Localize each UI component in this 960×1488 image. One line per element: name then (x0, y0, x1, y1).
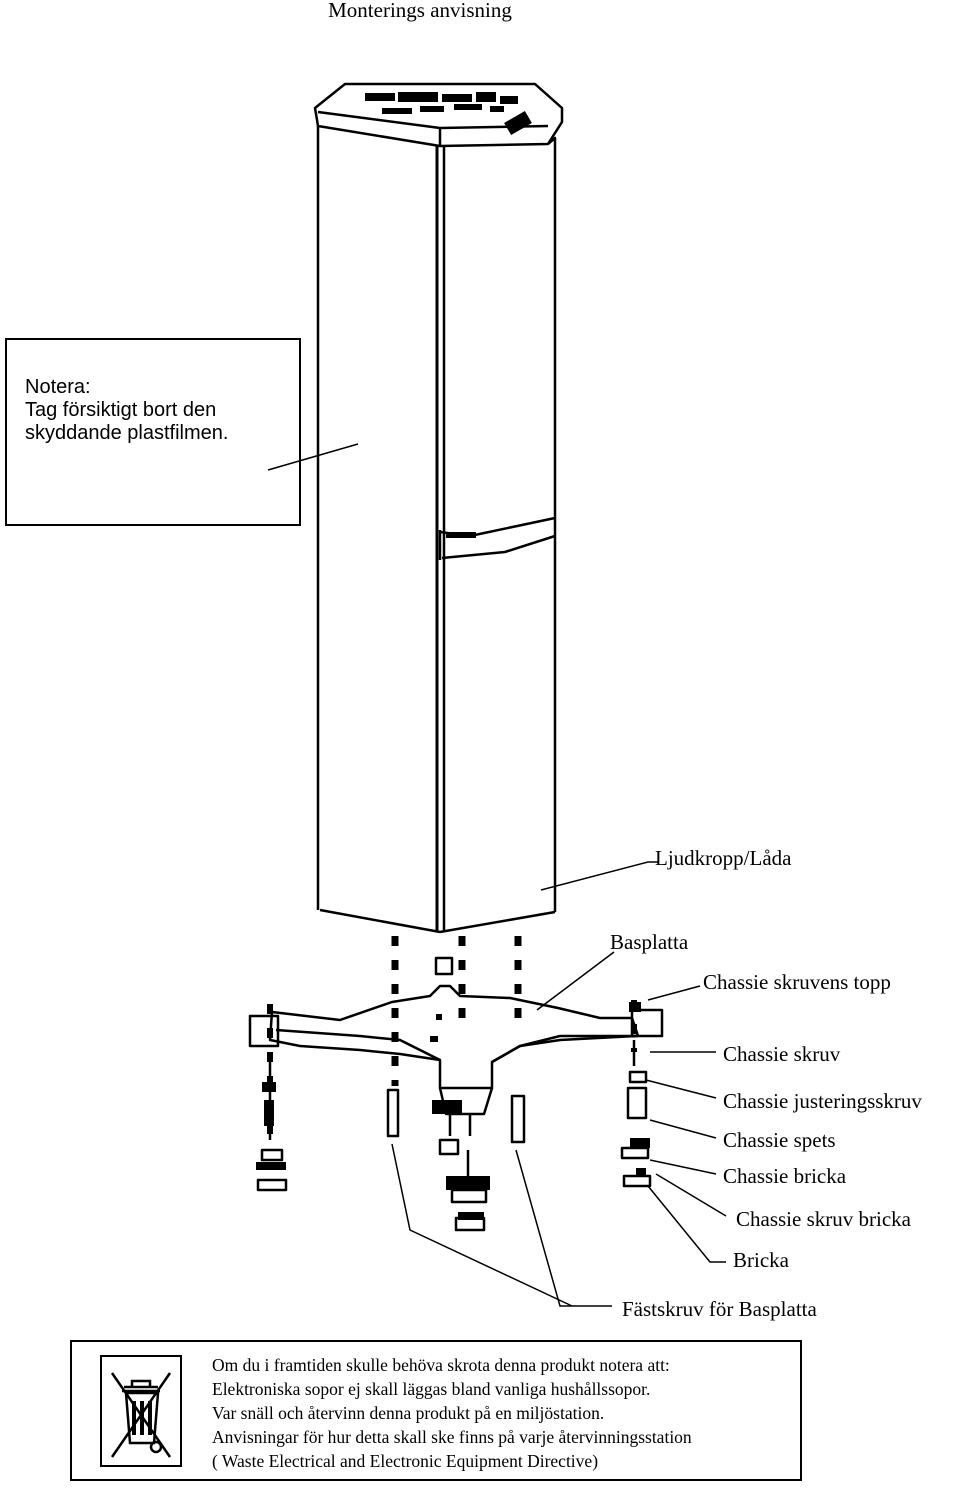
label-basplatta: Basplatta (610, 930, 689, 954)
note-line-1: Tag försiktigt bort den (25, 399, 217, 421)
leader-lines (267, 443, 727, 1307)
base-plate-drawing (248, 956, 664, 1136)
crossed-out-wheelie-bin-icon (110, 1372, 172, 1458)
fastskruv-leader-left (391, 1143, 573, 1307)
weee-line-1: Om du i framtiden skulle behöva skrota d… (212, 1355, 670, 1375)
weee-line-3: Var snäll och återvinn denna produkt på … (212, 1403, 605, 1423)
note-line-2: skyddande plastfilmen. (25, 422, 229, 444)
label-ljudkropp: Ljudkropp/Låda (655, 846, 792, 870)
note-box: Notera: Tag försiktigt bort den skyddand… (5, 338, 301, 526)
weee-line-5: ( Waste Electrical and Electronic Equipm… (212, 1451, 599, 1471)
chassie-justeringsskruv-leader (645, 1079, 717, 1099)
label-chassie-skruv-bricka: Chassie skruv bricka (736, 1207, 911, 1231)
weee-icon-frame (100, 1355, 182, 1467)
page-title: Monterings anvisning (328, 0, 512, 22)
label-bricka: Bricka (733, 1248, 789, 1272)
weee-notice-text: Om du i framtiden skulle behöva skrota d… (212, 1353, 692, 1473)
ljudkropp-leader (540, 861, 658, 891)
label-chassie-bricka: Chassie bricka (723, 1164, 847, 1188)
weee-line-4: Anvisningar för hur detta skall ske finn… (212, 1427, 692, 1447)
base-plate-screw-right (510, 1094, 526, 1144)
basplatta-leader (536, 951, 615, 1011)
right-foot-parts (620, 1040, 652, 1188)
label-chassie-skruvens-topp: Chassie skruvens topp (703, 970, 891, 994)
bricka-leader (647, 1185, 726, 1263)
chassie-spets-leader (649, 1119, 717, 1139)
note-leader (267, 443, 359, 471)
assembly-diagram (248, 82, 727, 1307)
label-chassie-spets: Chassie spets (723, 1128, 836, 1152)
weee-line-2: Elektroniska sopor ej skall läggas bland… (212, 1379, 651, 1399)
label-chassie-justeringsskruv: Chassie justeringsskruv (723, 1089, 922, 1113)
chassie-bricka-leader (649, 1159, 717, 1175)
weee-notice-box: Om du i framtiden skulle behöva skrota d… (70, 1340, 802, 1481)
speaker-column-drawing (313, 82, 564, 934)
note-heading: Notera: (25, 376, 91, 398)
detail-marks (256, 92, 650, 1220)
chassie-skruvens-topp-leader (647, 985, 701, 1001)
label-chassie-skruv: Chassie skruv (723, 1042, 841, 1066)
base-plate-screw-left (386, 1088, 400, 1138)
fastskruv-leader-right (515, 1149, 612, 1307)
label-fastskruv-for-basplatta: Fästskruv för Basplatta (622, 1297, 817, 1321)
chassie-skruv-bricka-leader (655, 1173, 727, 1217)
